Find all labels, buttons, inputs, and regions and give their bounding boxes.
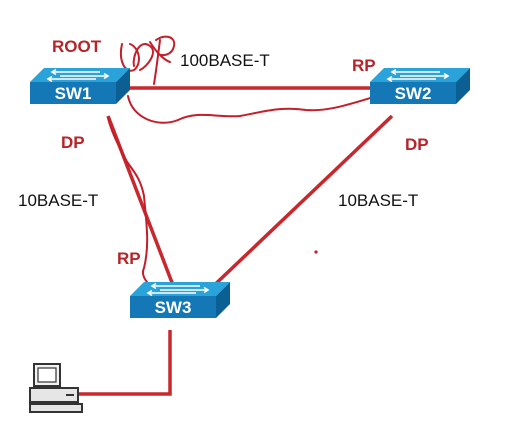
pc-icon[interactable] [29, 363, 83, 413]
switch-sw3[interactable]: SW3 [129, 281, 231, 319]
switch-sw1[interactable]: SW1 [29, 67, 131, 105]
switch-label: SW2 [395, 84, 432, 103]
sw1-down-port-role: DP [61, 133, 85, 152]
switch-label: SW3 [155, 298, 192, 317]
sw2-left-port-role: RP [352, 56, 376, 75]
sw3-up-port-role: RP [117, 249, 141, 268]
media-label-sw1-sw3: 10BASE-T [18, 191, 98, 210]
root-label: ROOT [52, 37, 102, 56]
handwritten-annotations [107, 35, 385, 293]
media-label-sw2-sw3: 10BASE-T [338, 191, 418, 210]
media-label-sw1-sw2: 100BASE-T [180, 51, 270, 70]
link-sw2-sw3 [204, 114, 394, 295]
link-sw3-pc [78, 330, 172, 396]
switch-label: SW1 [55, 84, 92, 103]
switch-sw2[interactable]: SW2 [369, 67, 471, 105]
ink-dot [314, 250, 318, 254]
sw2-down-port-role: DP [405, 135, 429, 154]
